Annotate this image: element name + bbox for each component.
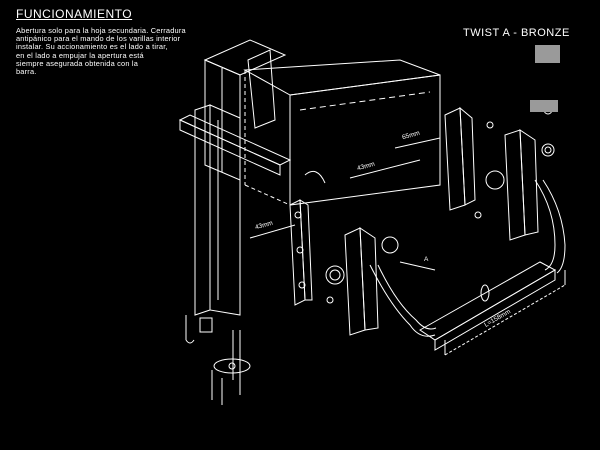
- top-bar: [178, 114, 292, 176]
- description-line: en el lado a empujar la apertura está: [16, 50, 144, 60]
- description-line: Abertura solo para la hoja secundaria. C…: [16, 26, 186, 35]
- lock-case: [243, 59, 441, 206]
- page-title: FUNCIONAMIENTO: [16, 7, 133, 21]
- gray-marks: [530, 45, 560, 112]
- striker-plate: [289, 199, 313, 306]
- door-frame: [203, 39, 287, 181]
- push-bar: [419, 261, 566, 356]
- description-text: Abertura solo para la hoja secundaria. C…: [16, 26, 221, 77]
- description-line: antipánico para el mando de los varillas…: [16, 34, 181, 44]
- right-escutcheon: [444, 106, 505, 211]
- description-line: siempre asegurada obtenida con la: [16, 58, 139, 68]
- vertical-rod: [185, 104, 241, 344]
- screws: [211, 330, 251, 405]
- outer-handle-plate: [504, 129, 555, 241]
- dimension-label: A: [424, 256, 429, 263]
- model-label: TWIST A - BRONZE: [463, 27, 570, 39]
- dimension-lines: [249, 137, 441, 271]
- middle-escutcheon: [325, 227, 399, 336]
- description-line: barra.: [16, 67, 37, 77]
- bar-arms: [369, 179, 566, 337]
- description-line: instalar. Su accionamiento es el lado a …: [16, 42, 168, 52]
- small-hardware: [304, 105, 553, 304]
